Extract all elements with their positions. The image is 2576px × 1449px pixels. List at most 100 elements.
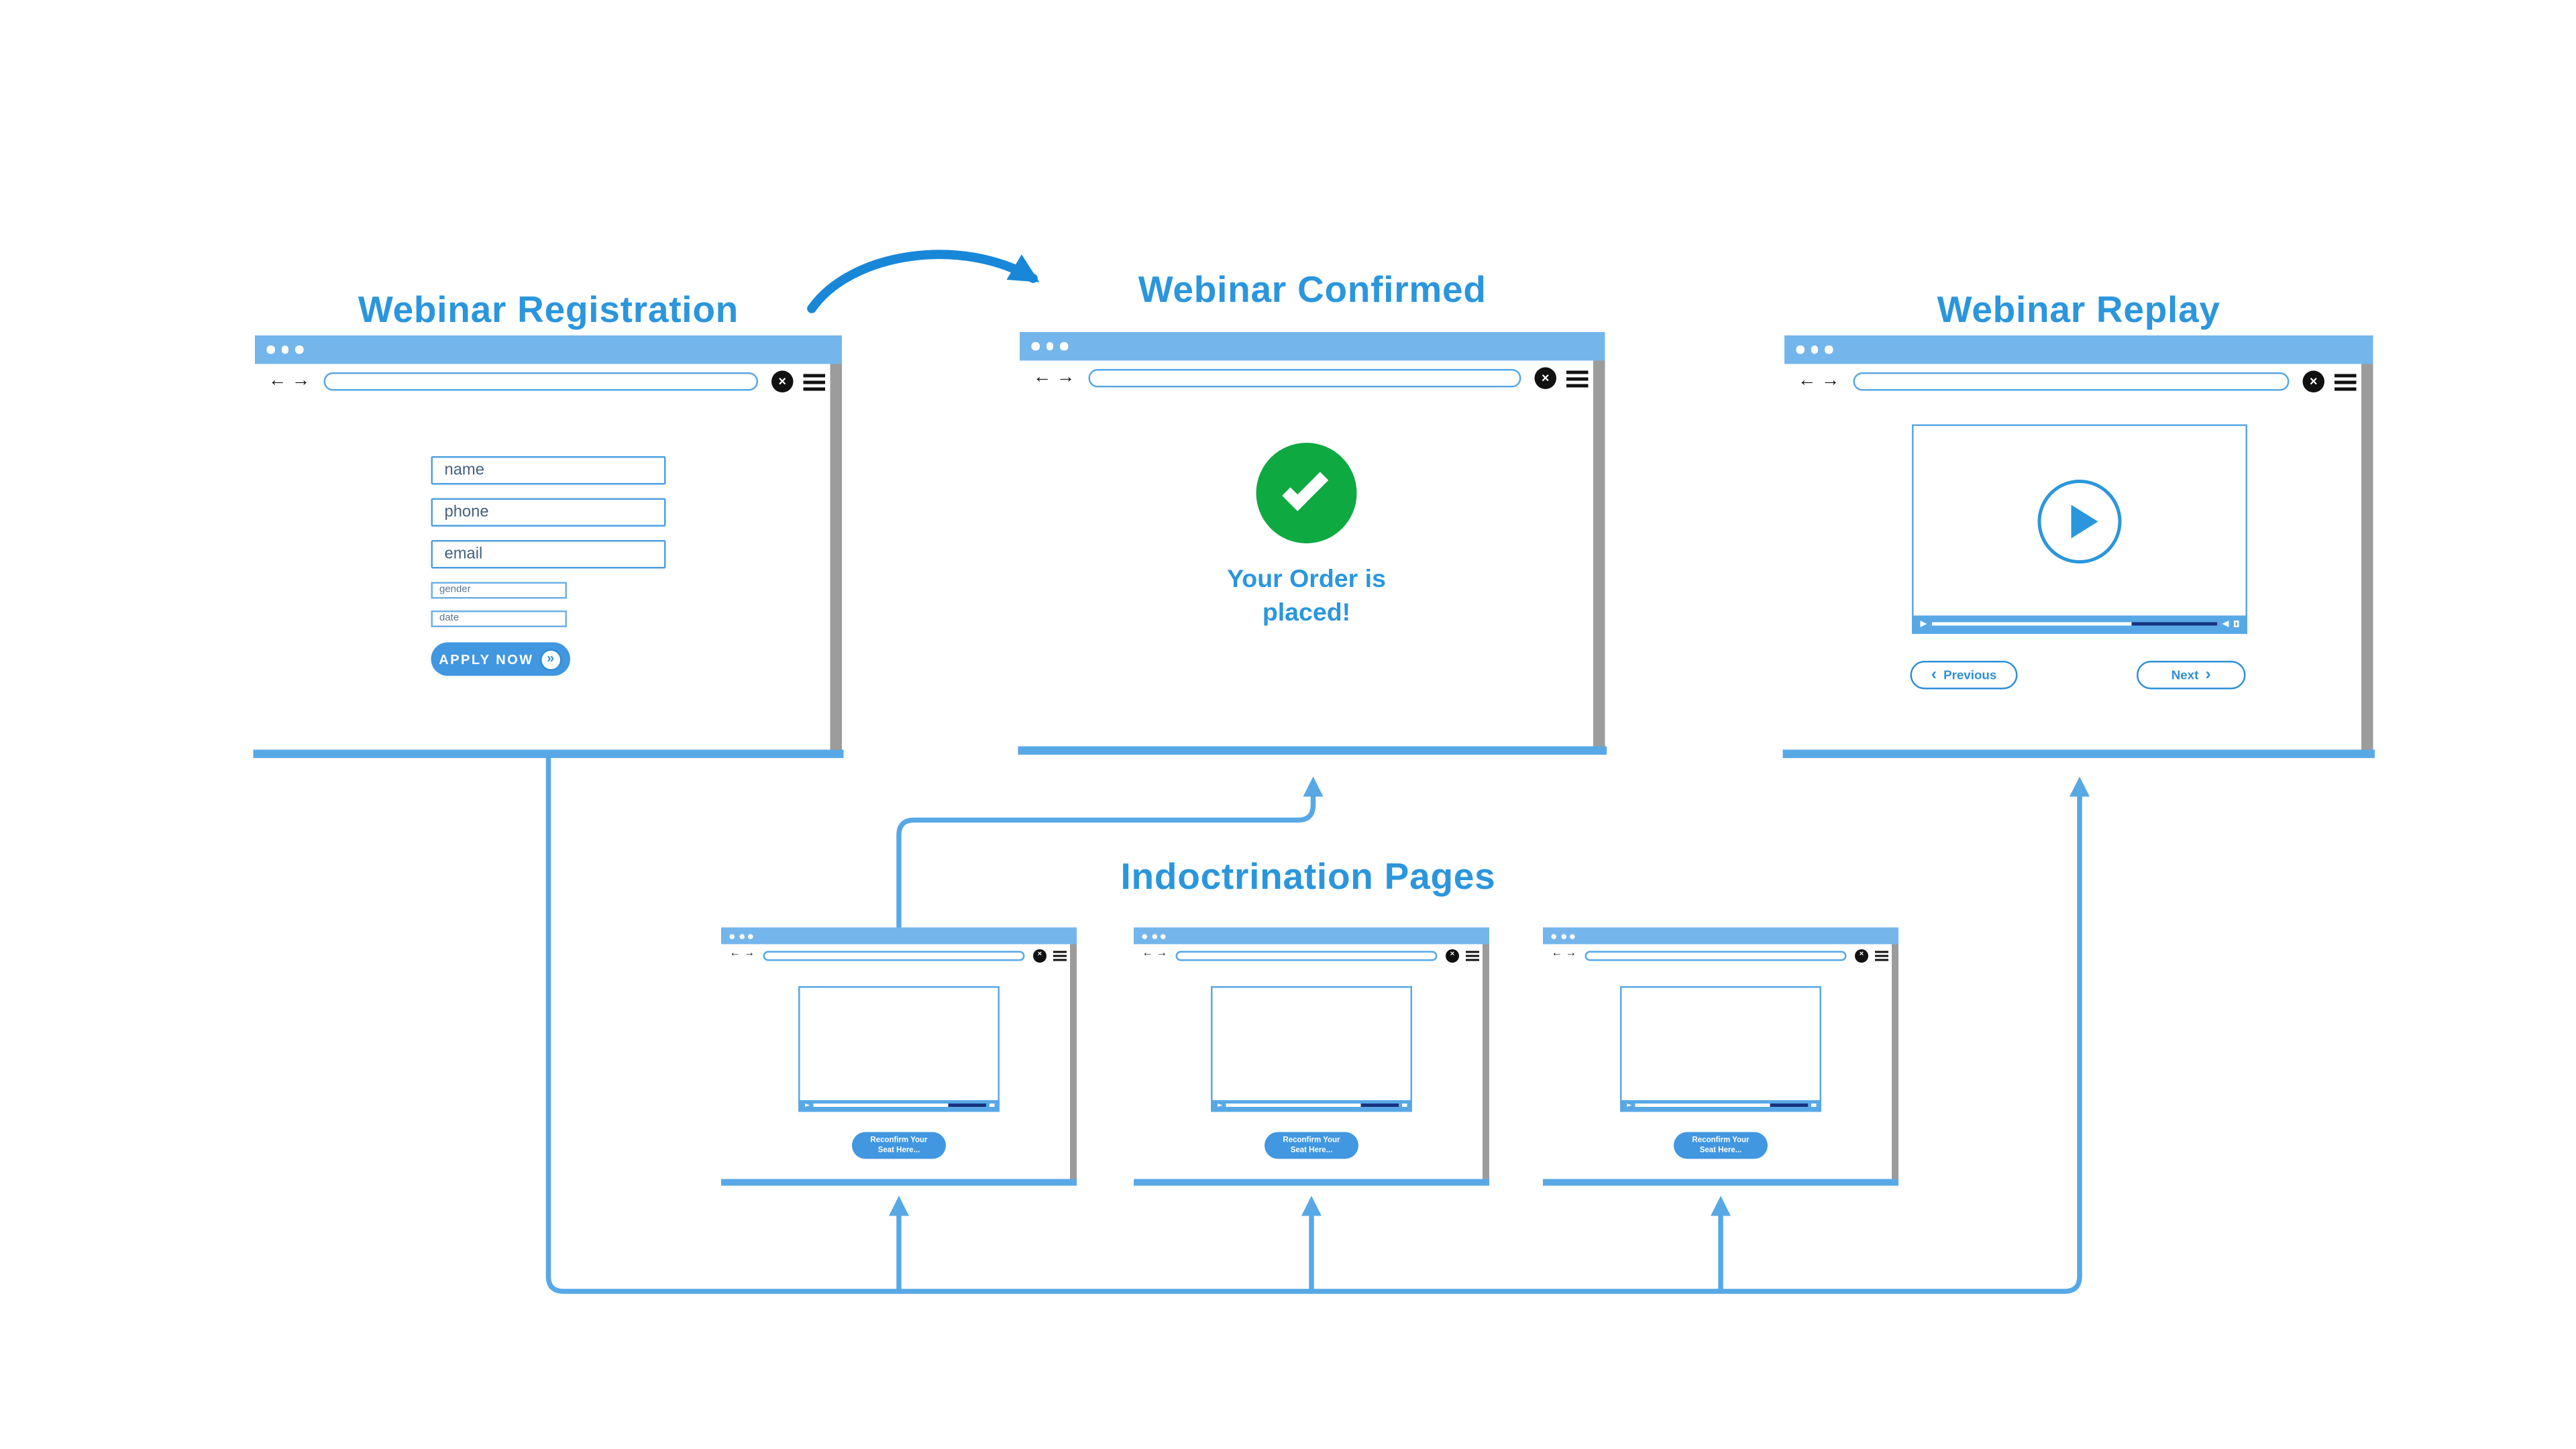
window-dot-icon bbox=[1031, 342, 1039, 350]
close-icon[interactable]: × bbox=[771, 370, 794, 392]
play-button[interactable] bbox=[2037, 478, 2122, 563]
registration-window: ← → × APPLY NOW » bbox=[253, 335, 844, 758]
menu-icon[interactable] bbox=[1466, 950, 1479, 961]
scrollbar[interactable] bbox=[1892, 944, 1898, 1183]
progress-bar[interactable] bbox=[812, 1104, 987, 1107]
reconfirm-label-line1: Reconfirm Your bbox=[1692, 1136, 1750, 1144]
order-placed-line1: Your Order is bbox=[1227, 565, 1386, 594]
url-bar[interactable] bbox=[323, 372, 758, 391]
video-screen[interactable] bbox=[1622, 988, 1820, 1101]
chevron-left-icon: ‹ bbox=[1931, 665, 1937, 684]
reconfirm-label-line1: Reconfirm Your bbox=[1283, 1136, 1340, 1144]
close-icon[interactable]: × bbox=[1534, 367, 1556, 389]
back-icon[interactable]: ← bbox=[1551, 948, 1562, 960]
forward-icon[interactable]: → bbox=[1821, 370, 1840, 391]
next-button[interactable]: Next › bbox=[2137, 661, 2246, 690]
play-control-icon[interactable] bbox=[1920, 621, 1927, 627]
window-titlebar bbox=[721, 927, 1077, 945]
close-icon[interactable]: × bbox=[1033, 948, 1046, 962]
forward-icon[interactable]: → bbox=[1057, 367, 1075, 388]
back-icon[interactable]: ← bbox=[1142, 948, 1153, 960]
apply-now-label: APPLY NOW bbox=[439, 651, 534, 667]
progress-bar[interactable] bbox=[1634, 1104, 1809, 1107]
scrollbar[interactable] bbox=[1593, 360, 1605, 751]
previous-label: Previous bbox=[1943, 667, 1997, 683]
menu-icon[interactable] bbox=[1875, 950, 1888, 961]
window-dot-icon bbox=[1560, 933, 1566, 938]
window-dot-icon bbox=[1570, 933, 1575, 938]
fullscreen-icon[interactable] bbox=[2233, 621, 2239, 627]
fullscreen-icon[interactable] bbox=[1811, 1103, 1816, 1108]
registration-to-confirmed-arrow bbox=[807, 250, 1040, 313]
fullscreen-icon[interactable] bbox=[989, 1103, 994, 1108]
close-icon[interactable]: × bbox=[1855, 948, 1868, 962]
reconfirm-seat-button[interactable]: Reconfirm Your Seat Here... bbox=[1265, 1132, 1358, 1159]
menu-icon[interactable] bbox=[803, 373, 825, 390]
progress-bar[interactable] bbox=[1225, 1104, 1399, 1107]
scrollbar[interactable] bbox=[1070, 944, 1077, 1183]
volume-icon[interactable] bbox=[2221, 621, 2229, 627]
browser-toolbar: ← → × bbox=[1784, 364, 2373, 399]
url-bar[interactable] bbox=[1585, 950, 1847, 961]
menu-icon[interactable] bbox=[1053, 950, 1067, 961]
window-baseline bbox=[1018, 746, 1607, 755]
reconfirm-label-line2: Seat Here... bbox=[1699, 1145, 1742, 1155]
browser-toolbar: ← → × bbox=[1020, 360, 1605, 396]
video-screen[interactable] bbox=[800, 988, 998, 1101]
scrollbar[interactable] bbox=[830, 364, 842, 755]
name-field[interactable] bbox=[431, 456, 666, 485]
forward-icon[interactable]: → bbox=[1565, 948, 1576, 960]
video-screen[interactable] bbox=[1213, 988, 1411, 1101]
reconfirm-seat-button[interactable]: Reconfirm Your Seat Here... bbox=[852, 1132, 946, 1159]
previous-button[interactable]: ‹ Previous bbox=[1910, 661, 2018, 690]
menu-icon[interactable] bbox=[1566, 370, 1589, 387]
back-icon[interactable]: ← bbox=[268, 370, 287, 391]
browser-toolbar: ← → × bbox=[255, 364, 842, 399]
window-baseline bbox=[1543, 1179, 1898, 1185]
play-control-icon[interactable] bbox=[804, 1104, 810, 1107]
video-controlbar bbox=[1913, 615, 2246, 633]
video-screen[interactable] bbox=[1914, 426, 2246, 616]
close-icon[interactable]: × bbox=[1446, 948, 1459, 962]
window-baseline bbox=[253, 749, 844, 758]
url-bar[interactable] bbox=[1088, 369, 1521, 388]
email-field[interactable] bbox=[431, 540, 666, 569]
progress-bar[interactable] bbox=[1932, 621, 2216, 627]
reconfirm-seat-button[interactable]: Reconfirm Your Seat Here... bbox=[1674, 1132, 1768, 1159]
reconfirm-label-line2: Seat Here... bbox=[1290, 1145, 1333, 1155]
gender-field[interactable] bbox=[431, 582, 567, 599]
window-dot-icon bbox=[1551, 933, 1556, 938]
play-control-icon[interactable] bbox=[1216, 1104, 1222, 1107]
phone-field[interactable] bbox=[431, 498, 666, 527]
fullscreen-icon[interactable] bbox=[1402, 1103, 1407, 1108]
replay-title: Webinar Replay bbox=[1937, 288, 2220, 331]
close-icon[interactable]: × bbox=[2302, 370, 2324, 392]
window-dot-icon bbox=[1151, 933, 1157, 938]
confirmed-title: Webinar Confirmed bbox=[1138, 268, 1487, 311]
url-bar[interactable] bbox=[1175, 950, 1438, 961]
window-baseline bbox=[721, 1179, 1077, 1185]
forward-icon[interactable]: → bbox=[743, 948, 755, 960]
scrollbar[interactable] bbox=[1483, 944, 1489, 1183]
back-icon[interactable]: ← bbox=[1033, 367, 1052, 388]
window-dot-icon bbox=[266, 345, 274, 354]
indoctrination-window-2: ← → × Reconfirm Your Seat Here... bbox=[1134, 927, 1489, 1185]
browser-toolbar: ← → × bbox=[721, 944, 1077, 966]
play-control-icon[interactable] bbox=[1625, 1104, 1631, 1107]
apply-now-button[interactable]: APPLY NOW » bbox=[431, 642, 570, 676]
back-icon[interactable]: ← bbox=[1798, 370, 1817, 391]
window-dot-icon bbox=[748, 933, 753, 938]
window-dot-icon bbox=[1060, 342, 1068, 350]
forward-icon[interactable]: → bbox=[292, 370, 311, 391]
url-bar[interactable] bbox=[763, 950, 1025, 961]
back-icon[interactable]: ← bbox=[729, 948, 741, 960]
scrollbar[interactable] bbox=[2361, 364, 2373, 755]
menu-icon[interactable] bbox=[2334, 373, 2357, 390]
url-bar[interactable] bbox=[1853, 372, 2290, 391]
window-dot-icon bbox=[280, 345, 288, 354]
window-dot-icon bbox=[1810, 345, 1818, 354]
date-field[interactable] bbox=[431, 610, 567, 627]
video-player bbox=[1211, 986, 1412, 1112]
forward-icon[interactable]: → bbox=[1156, 948, 1167, 960]
